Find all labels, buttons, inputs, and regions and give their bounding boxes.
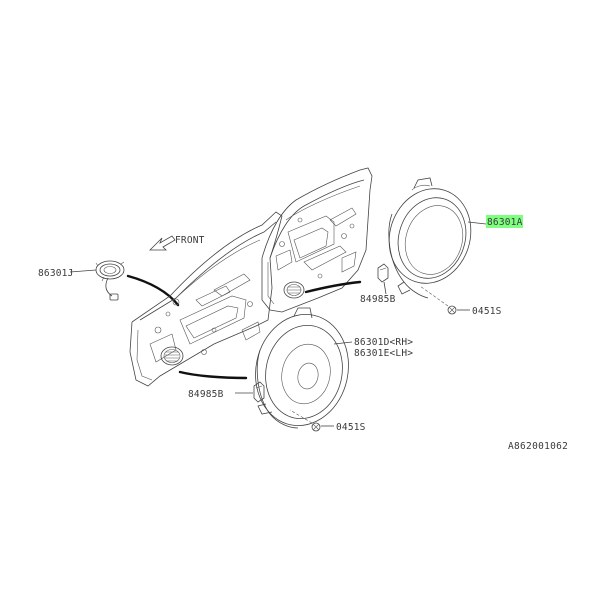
drawing-reference: A862001062 [508, 441, 568, 452]
clip-84985b-lower[interactable] [253, 381, 265, 403]
dash-0451s-upper [419, 285, 449, 307]
rear-door-panel[interactable] [261, 167, 373, 313]
front-label: FRONT [175, 235, 205, 246]
front-speaker-86301d-e[interactable] [245, 306, 358, 435]
clip-84985b-upper[interactable] [377, 263, 389, 283]
label-0451s-upper[interactable]: 0451S [472, 306, 502, 317]
connector-front-speaker [178, 370, 248, 380]
label-0451s-lower[interactable]: 0451S [336, 422, 366, 433]
rear-speaker-86301a[interactable] [377, 177, 483, 299]
front-arrow-icon [149, 235, 176, 251]
dash-0451s-lower [289, 409, 313, 424]
leader-86301a [467, 221, 487, 225]
tweeter-86301j[interactable] [95, 260, 125, 301]
label-86301d[interactable]: 86301D<RH> [354, 337, 413, 348]
connector-tweeter [126, 274, 180, 307]
screw-0451s-upper[interactable] [447, 305, 457, 315]
leader-86301d-e [333, 341, 353, 345]
highlight-86301a [486, 215, 523, 228]
connector-rear-speaker [304, 280, 362, 294]
front-door-panel[interactable] [129, 211, 283, 387]
leader-84985b-upper [383, 281, 387, 295]
label-86301j[interactable]: 86301J [38, 268, 74, 279]
label-84985b-upper[interactable]: 84985B [360, 294, 396, 305]
label-86301a[interactable]: 86301A [487, 217, 523, 228]
label-86301e[interactable]: 86301E<LH> [354, 348, 413, 359]
label-84985b-lower[interactable]: 84985B [188, 389, 224, 400]
leader-86301j [69, 269, 97, 273]
screw-0451s-lower[interactable] [311, 422, 321, 432]
